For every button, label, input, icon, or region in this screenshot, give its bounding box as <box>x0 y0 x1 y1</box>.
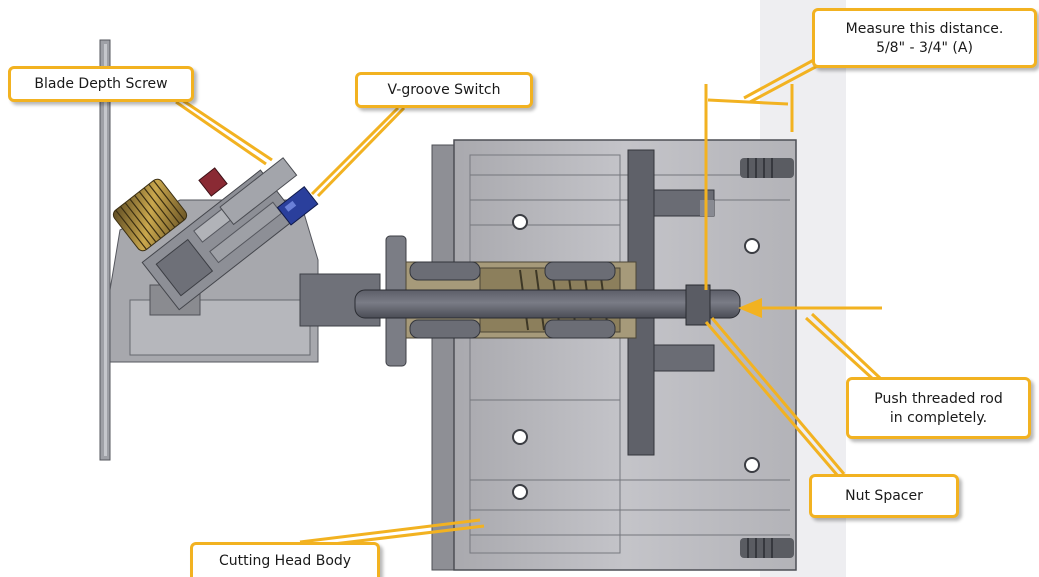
measure-label-line1: Measure this distance. <box>845 21 1004 37</box>
measurement-lines <box>704 84 794 290</box>
upper-arm <box>219 157 298 226</box>
blade-depth-screw-label: Blade Depth Screw <box>34 76 168 92</box>
v-groove-switch-part <box>276 185 319 226</box>
red-part <box>198 167 228 197</box>
nut-spacer-part <box>685 284 711 326</box>
measure-label-line2: 5/8" - 3/4" (A) <box>876 40 973 56</box>
blade-depth-screw-callout: Blade Depth Screw <box>8 66 194 102</box>
cutting-head-body-part <box>431 139 797 571</box>
push-label-line1: Push threaded rod <box>874 391 1003 407</box>
cutting-head-body-callout: Cutting Head Body <box>190 542 380 577</box>
v-groove-switch-label: V-groove Switch <box>387 82 501 98</box>
push-arrow-head <box>738 298 762 318</box>
push-label-line2: in completely. <box>889 410 988 426</box>
nut-spacer-label: Nut Spacer <box>845 488 923 504</box>
push-rod-callout: Push threaded rod in completely. <box>846 377 1031 439</box>
blade-plate <box>99 39 111 461</box>
leader-lines <box>175 48 882 550</box>
measure-distance-callout: Measure this distance. 5/8" - 3/4" (A) <box>812 8 1037 68</box>
nut-spacer-callout: Nut Spacer <box>809 474 959 518</box>
v-groove-switch-callout: V-groove Switch <box>355 72 533 108</box>
cutting-head-body-label: Cutting Head Body <box>218 553 352 569</box>
blade-depth-knob <box>112 178 188 252</box>
threaded-rod-assembly <box>299 235 741 367</box>
